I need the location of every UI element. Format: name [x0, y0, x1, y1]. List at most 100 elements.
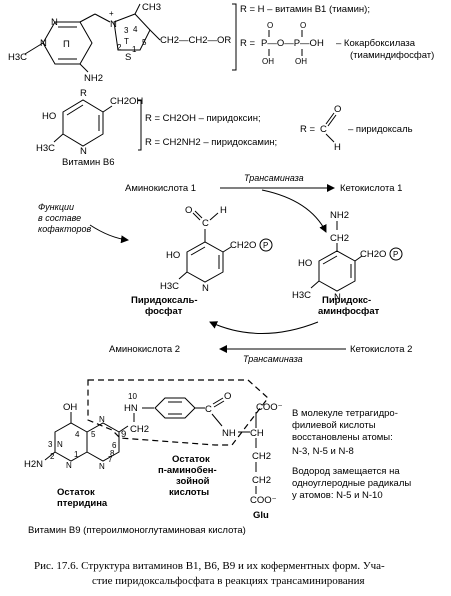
enzyme-top: Трансаминаза [244, 173, 304, 183]
caption-line-1: Рис. 17.6. Структура витаминов B1, B6, B… [34, 560, 385, 572]
cocarboxylase-alt: (тиаминдифосфат) [350, 50, 434, 61]
phosphate-circle [259, 238, 273, 252]
plp-ring [186, 241, 224, 283]
transamination-cycle: Аминокислота 1 Трансаминаза Кетокислота … [38, 173, 412, 364]
plp-ch2o-label: CH2O [230, 240, 256, 251]
note1-line: филиевой кислоты [292, 420, 376, 431]
coo-label: COO⁻ [250, 495, 277, 506]
plp-n-label: N [202, 283, 209, 294]
h3c-label: H3C [8, 52, 27, 63]
paba-label-line: п-аминобен- [158, 465, 217, 476]
pmp-structure: NH2 CH2 HO CH2O P N H3C Пиридокс- аминфо… [292, 210, 403, 317]
ch2oh-label: CH2OH [110, 96, 143, 107]
curve-arrow-bottom [209, 321, 319, 334]
amino-acid-2: Аминокислота 2 [109, 344, 180, 355]
pyridoxal-name: – пиридоксаль [348, 124, 413, 135]
pyridoxine-text: R = CH2OH – пиридоксин; [145, 113, 261, 124]
thiazole-ring [113, 13, 151, 51]
paba-label-line: зойной [176, 476, 210, 487]
pos5-label: 5 [142, 38, 147, 47]
pteridine-label-line: Остаток [57, 487, 95, 498]
nh-label: NH [222, 428, 236, 439]
ho-label: HO [42, 111, 56, 122]
caption-line-2: стие пиридоксальфосфата в реакциях транс… [92, 575, 365, 587]
pmp-ho-label: HO [298, 258, 312, 269]
side-chain-label: CH2—CH2—OR [160, 35, 231, 46]
benzene-ring [154, 397, 196, 419]
pmp-ring [318, 250, 356, 292]
ring-t-label: Т [124, 37, 129, 46]
paba-label-line: кислоты [169, 487, 209, 498]
pyridoxal-eq: R = [300, 124, 316, 135]
pos4: 4 [75, 430, 80, 439]
o-atom: O [224, 391, 231, 402]
r-bracket [138, 99, 142, 151]
oh-label: OH [295, 57, 307, 66]
c-atom: C [205, 404, 212, 415]
paba-dashed-outline [87, 379, 269, 446]
pp-group: P—O—P—OH [261, 38, 324, 49]
note2-line: одноуглеродные радикалы [292, 478, 411, 489]
phosphate-circle [389, 247, 403, 261]
r-label: R [80, 88, 87, 99]
pyridoxamine-text: R = CH2NH2 – пиридоксамин; [145, 137, 277, 148]
plp-c-label: C [202, 218, 209, 229]
r-bracket [232, 3, 237, 71]
vitamin-b1-structure: П N N H3C NH2 N + 3 4 Т 2 1 5 S CH3 CH2—… [8, 2, 434, 84]
ch3-top-label: CH3 [142, 2, 161, 13]
h-atom: H [334, 142, 341, 153]
plp-o-label: O [185, 205, 192, 216]
plus-sign: + [109, 9, 114, 18]
pos5: 5 [91, 430, 96, 439]
n-plus-atom: N [110, 19, 117, 30]
pos3-label: 3 [124, 26, 129, 35]
pos1: 1 [74, 450, 79, 459]
oh-label: OH [63, 402, 77, 413]
plp-h3c-label: H3C [160, 281, 179, 292]
pos4-label: 4 [133, 25, 138, 34]
pteridine-label-line: птеридина [57, 498, 108, 509]
pmp-n-label: N [334, 292, 341, 303]
note2-line: у атомов: N-5 и N-10 [292, 490, 383, 501]
note2-line: Водород замещается на [292, 466, 400, 477]
plp-h-label: H [220, 205, 227, 216]
pos1-label: 1 [132, 45, 137, 54]
nh2-label: NH2 [84, 73, 103, 84]
n-atom: N [99, 462, 105, 471]
pmp-ch2-label: CH2 [330, 233, 349, 244]
vitamin-b9-structure: OH H2N N N N N 3 4 5 1 2 6 7 8 9 CH2 10 … [24, 379, 411, 536]
pos6: 6 [112, 441, 117, 450]
cocarboxylase-name: – Кокарбоксилаза [336, 38, 416, 49]
h3c-label: H3C [36, 143, 55, 154]
h2n-label: H2N [24, 459, 43, 470]
n-atom: N [51, 17, 58, 28]
note1-line: В молекуле тетрагидро- [292, 408, 398, 419]
pos10: 10 [128, 392, 137, 401]
pteridine-ring-right [86, 422, 120, 462]
vitamin-b6-structure: R HO CH2OH N H3C Витамин B6 R = CH2OH – … [36, 88, 413, 168]
cofactor-note-line: Функции [38, 202, 74, 212]
curve-arrow-right [261, 189, 327, 233]
ch2-label: CH2 [252, 451, 271, 462]
note1-line: N-3, N-5 и N-8 [292, 446, 354, 457]
cofactor-note-line: в составе [38, 213, 81, 223]
oh-label: OH [262, 57, 274, 66]
phosphate-p: P [393, 250, 398, 259]
ch-label: CH [250, 428, 264, 439]
amino-acid-1: Аминокислота 1 [125, 183, 196, 194]
ring-p-label: П [63, 39, 70, 50]
plp-structure: C O H HO CH2O P N H3C Пиридоксаль- фосфа… [131, 205, 273, 317]
n-atom: N [80, 146, 87, 157]
ch2-bridge: CH2 [130, 424, 149, 435]
pos7: 7 [108, 455, 113, 464]
vitamin-b6-label: Витамин B6 [62, 157, 115, 168]
n-atom: N [40, 38, 47, 49]
plp-ho-label: HO [166, 250, 180, 261]
pmp-h3c-label: H3C [292, 290, 311, 301]
s-atom: S [125, 52, 131, 63]
phosphate-p: P [263, 241, 268, 250]
pmp-label-line: аминфосфат [318, 306, 380, 317]
keto-acid-1: Кетокислота 1 [340, 183, 402, 194]
pmp-label-line: Пиридокс- [322, 295, 371, 306]
